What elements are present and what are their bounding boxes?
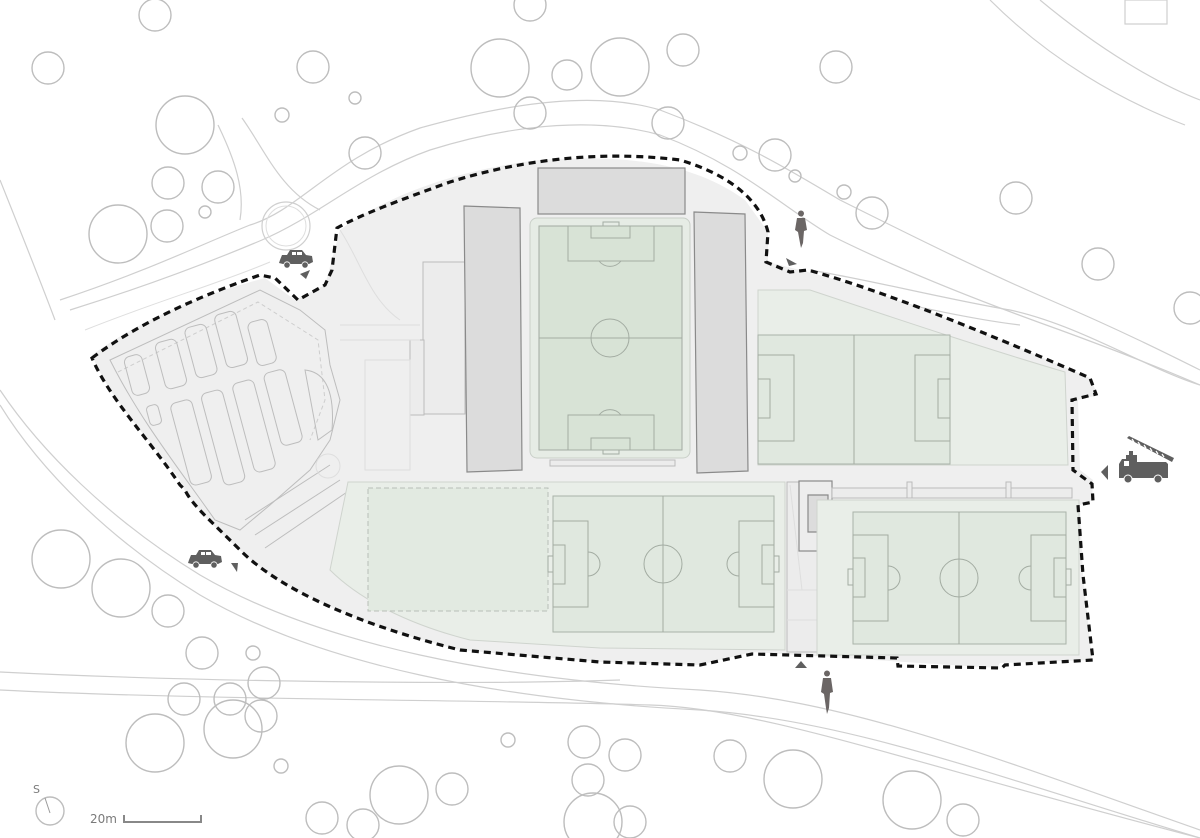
svg-text:S: S xyxy=(33,783,40,796)
svg-text:20m: 20m xyxy=(90,812,117,826)
parking-lot xyxy=(109,289,351,549)
entry-arrow-icon xyxy=(786,258,797,266)
car-icon xyxy=(279,250,313,269)
west-stand xyxy=(463,205,523,473)
person-icon xyxy=(795,210,807,248)
entry-arrow-icon xyxy=(231,563,238,572)
buildings xyxy=(463,167,749,474)
site-boundary xyxy=(90,154,1099,670)
plaza xyxy=(339,229,466,471)
trees xyxy=(31,0,1200,838)
entry-arrow-icon xyxy=(1101,465,1108,480)
north-arrow: S xyxy=(33,783,65,826)
training-pitch-east-upper xyxy=(757,289,1069,466)
car-icon xyxy=(188,550,222,569)
main-stadium-pitch xyxy=(529,217,691,467)
north-stand xyxy=(537,167,686,215)
entry-arrow-icon xyxy=(300,270,310,279)
scale-bar: 20m xyxy=(90,812,202,826)
east-stand xyxy=(693,211,749,474)
training-pitch-south-east xyxy=(816,481,1080,656)
service-building xyxy=(786,480,833,653)
training-pitch-south-middle xyxy=(547,495,780,633)
person-icon xyxy=(821,670,833,714)
fire-truck-icon xyxy=(1119,436,1174,484)
entry-arrow-icon xyxy=(795,661,807,668)
